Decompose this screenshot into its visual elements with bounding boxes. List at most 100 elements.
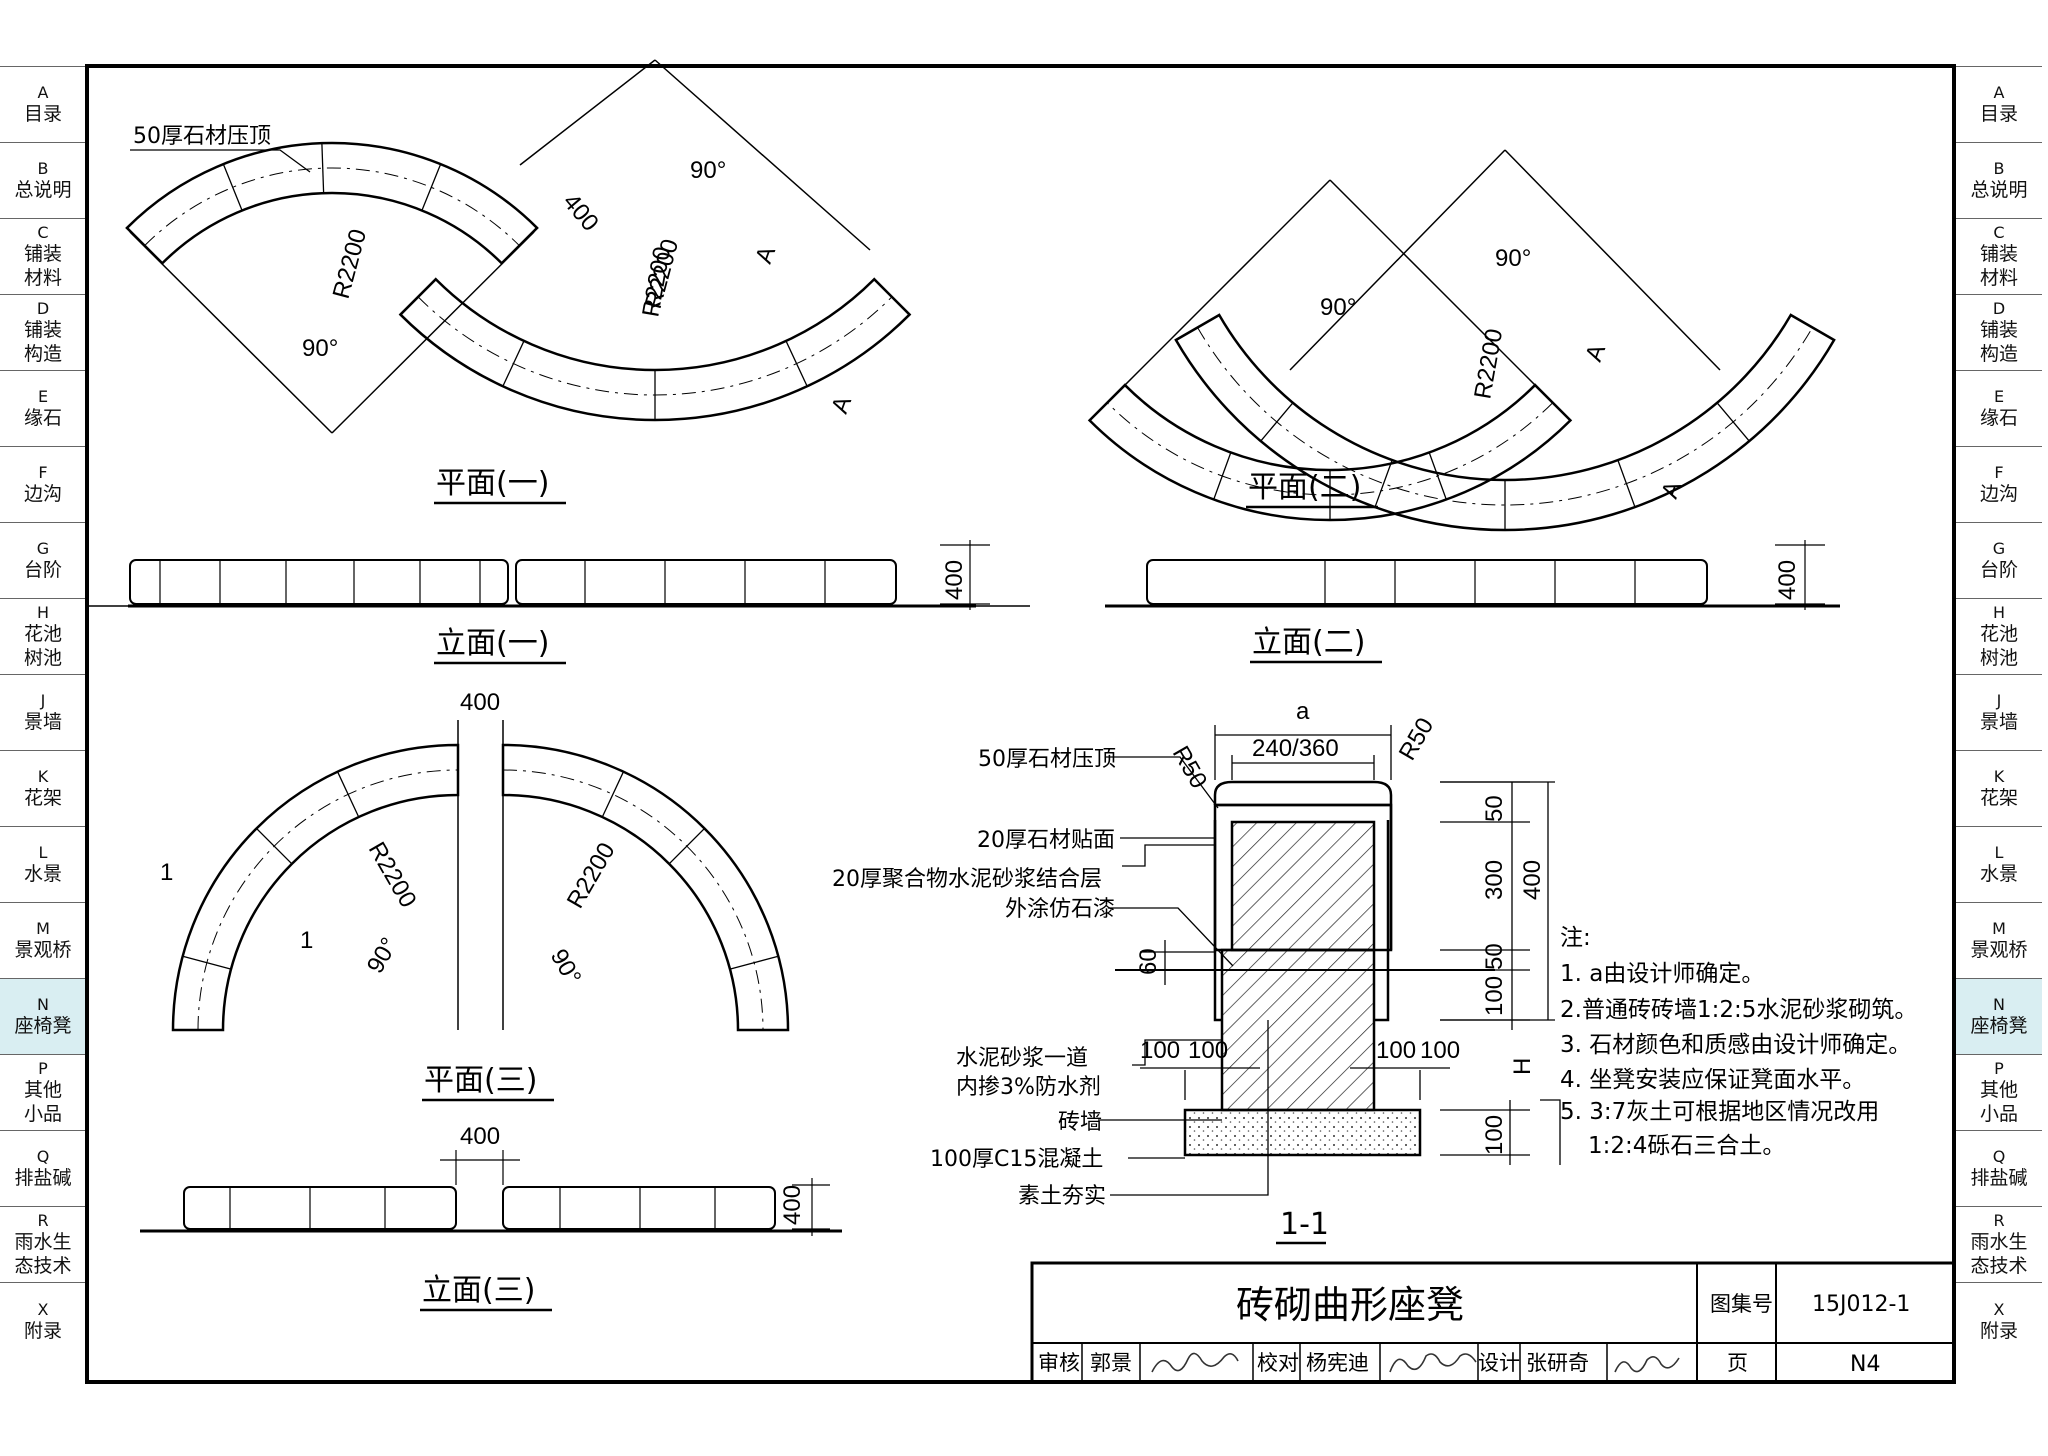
tab-label: 台阶 [23,559,62,581]
title-block [1030,1261,1956,1384]
sec-1-a: 1 [160,859,173,886]
tab-code: B [1993,159,2005,178]
elev3-height-dim: 400 [779,1185,806,1225]
elevation-3 [140,1150,842,1236]
dim-100-base: 100 [1481,976,1508,1016]
tab-code: X [37,1300,49,1319]
designer-signature [1614,1356,1680,1373]
plan2-angle: 90° [1320,294,1356,321]
elev2-height-dim: 400 [1774,560,1801,600]
tab-label: 排盐碱 [1970,1167,2028,1189]
label-coping-plan: 50厚石材压顶 [133,124,271,149]
caption-elev2: 立面(二) [1252,625,1365,660]
reviewer-signature [1151,1352,1239,1373]
tab-code: G [36,539,50,558]
check-label: 校对 [1257,1351,1299,1375]
tab-code: F [38,463,48,482]
tab-label: 花架 [1979,787,2018,809]
label-brick: 砖墙 [1058,1110,1102,1135]
tab-label: 缘石 [1979,407,2018,429]
note-5: 5. 3:7灰土可根据地区情况改用 [1560,1099,1879,1125]
notes: 注: 1. a由设计师确定。 2.普通砖砖墙1:2:5水泥砂浆砌筑。 3. 石材… [1560,925,1917,1159]
dim-400: 400 [1519,860,1546,900]
tab-code: K [37,767,49,786]
sec-A-3: A [1580,341,1611,365]
tab-label: 附录 [23,1320,62,1342]
tab-code: D [1992,299,2006,318]
designer-name: 张研奇 [1526,1351,1589,1375]
sec-1-b: 1 [300,927,313,954]
dim-r50-right: R50 [1394,713,1439,765]
tab-label: 台阶 [1979,559,2018,581]
centerline [502,769,764,1031]
tab-label: 铺装 构造 [1979,319,2018,365]
label-concrete: 100厚C15混凝土 [930,1147,1103,1172]
label-bond: 20厚聚合物水泥砂浆结合层 [832,867,1102,892]
tab-label: 雨水生 态技术 [1970,1231,2028,1277]
note-4: 4. 坐凳安装应保证凳面水平。 [1560,1067,1865,1093]
dim-100-r2: 100 [1420,1037,1460,1064]
dim-r50-left: R50 [1167,742,1212,794]
centerline [417,296,893,396]
plan2b-bench [1174,313,1836,532]
tab-label: 总说明 [1970,179,2028,201]
tab-code: R [37,1211,49,1230]
tab-code: F [1994,463,2004,482]
plan3-gap: 400 [460,689,500,716]
plan3-radius-l: R2200 [363,838,422,913]
tab-code: L [1994,843,2004,862]
tab-code: X [1993,1300,2005,1319]
tab-label: 其他 小品 [1979,1079,2018,1125]
page-number: N4 [1850,1352,1880,1377]
view-captions: 平面(一) 立面(一) 平面(二) 立面(二) 平面(三) 立面(三) 1-1 [422,466,1365,1308]
design-label: 设计 [1478,1351,1520,1375]
tab-label: 花架 [23,787,62,809]
plan3-angle-r: 90° [545,945,587,990]
dim-width: 240/360 [1252,735,1339,762]
leader-line [1504,149,1721,371]
tab-label: 目录 [23,103,62,125]
atlas-label: 图集号 [1710,1292,1773,1316]
dim-50-mid: 50 [1481,943,1508,970]
centerline [1197,327,1813,506]
tab-code: A [37,83,49,102]
tab-label: 座椅凳 [1970,1015,2028,1037]
segment-joint [222,163,243,211]
label-coping-sec: 50厚石材压顶 [978,747,1116,772]
